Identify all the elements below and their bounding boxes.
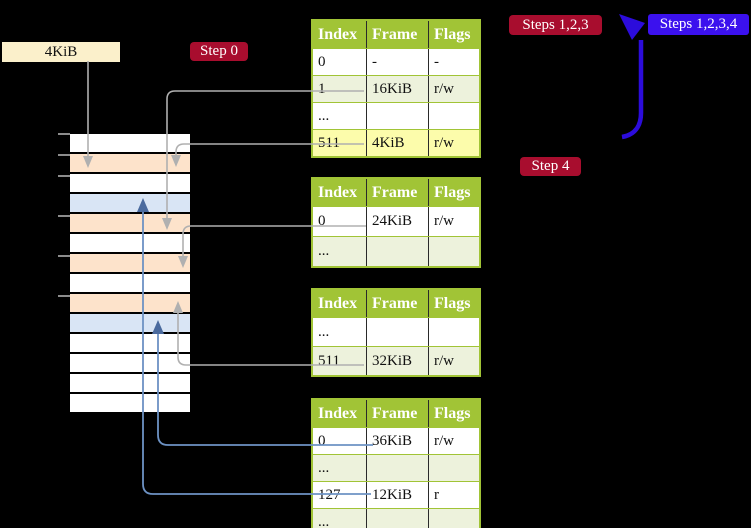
- table-cell: r: [428, 482, 479, 508]
- header-cell: Flags: [428, 290, 479, 317]
- table-cell: -: [428, 49, 479, 75]
- badge-steps-1-2-3-4: Steps 1,2,3,4: [648, 14, 749, 35]
- table-row: ...: [313, 317, 479, 346]
- table-cell: 511: [318, 134, 340, 151]
- table-cell: 0: [318, 213, 326, 229]
- memory-column: [70, 134, 190, 414]
- table-cell: 12KiB: [366, 482, 428, 508]
- recursive-loop-arrowhead: [619, 14, 645, 40]
- table-cell: r/w: [428, 347, 479, 375]
- table-cell: r/w: [428, 76, 479, 102]
- header-cell: Index: [318, 183, 358, 201]
- table-cell: r/w: [428, 428, 479, 454]
- table-cell: 24KiB: [366, 207, 428, 236]
- memory-row: [70, 134, 190, 154]
- memory-row: [70, 334, 190, 354]
- header-cell: Frame: [366, 21, 428, 48]
- table-cell: [428, 237, 479, 266]
- memory-row: [70, 354, 190, 374]
- table-cell: [366, 509, 428, 528]
- header-cell: Frame: [366, 290, 428, 317]
- table-cell: r/w: [428, 130, 479, 156]
- badge-step-4: Step 4: [520, 157, 581, 176]
- header-cell: Flags: [428, 400, 479, 427]
- badge-step-0: Step 0: [190, 42, 248, 61]
- recursive-loop-arrow: [621, 40, 644, 140]
- tick-mark: [58, 133, 70, 135]
- tick-mark: [58, 175, 70, 177]
- memory-row: [70, 314, 190, 334]
- table-cell: [428, 318, 479, 346]
- frame-size-label: 4KiB: [2, 42, 120, 62]
- memory-row: [70, 394, 190, 414]
- header-cell: Index: [318, 294, 358, 312]
- header-cell: Frame: [366, 179, 428, 206]
- header-cell: Index: [318, 25, 358, 43]
- memory-row: [70, 374, 190, 394]
- memory-row: [70, 194, 190, 214]
- table-cell: 36KiB: [366, 428, 428, 454]
- tick-mark: [58, 255, 70, 257]
- table-cell: [366, 318, 428, 346]
- table-cell: -: [366, 49, 428, 75]
- memory-row: [70, 154, 190, 174]
- table-row: ...: [313, 102, 479, 129]
- header-cell: Flags: [428, 21, 479, 48]
- table-cell: [366, 237, 428, 266]
- table-cell: [366, 455, 428, 481]
- table-cell: 0: [318, 53, 326, 70]
- table-cell: r/w: [428, 207, 479, 236]
- tick-mark: [58, 295, 70, 297]
- header-cell: Frame: [366, 400, 428, 427]
- memory-row: [70, 234, 190, 254]
- table-cell: ...: [318, 513, 330, 528]
- table-cell: 4KiB: [366, 130, 428, 156]
- table-cell: 0: [318, 432, 326, 449]
- table-cell: [428, 103, 479, 129]
- memory-row: [70, 174, 190, 194]
- table-cell: ...: [318, 243, 330, 259]
- memory-row: [70, 214, 190, 234]
- tick-mark: [58, 154, 70, 156]
- table-cell: [366, 103, 428, 129]
- table-cell: ...: [318, 323, 330, 340]
- table-row: ...: [313, 508, 479, 528]
- table-row: ...: [313, 454, 479, 481]
- table-cell: [428, 509, 479, 528]
- tick-mark: [58, 215, 70, 217]
- memory-row: [70, 254, 190, 274]
- header-cell: Flags: [428, 179, 479, 206]
- table-cell: [428, 455, 479, 481]
- table-cell: 511: [318, 352, 340, 369]
- memory-row: [70, 294, 190, 314]
- table-cell: ...: [318, 107, 330, 124]
- table-row: 0 --: [313, 48, 479, 75]
- memory-row: [70, 274, 190, 294]
- table-row: ...: [313, 236, 479, 266]
- badge-steps-1-2-3: Steps 1,2,3: [509, 15, 602, 35]
- table-cell: 127: [318, 486, 341, 503]
- table-cell: 1: [318, 80, 326, 97]
- table-cell: 32KiB: [366, 347, 428, 375]
- header-cell: Index: [318, 404, 358, 422]
- table-cell: 16KiB: [366, 76, 428, 102]
- table-cell: ...: [318, 459, 330, 476]
